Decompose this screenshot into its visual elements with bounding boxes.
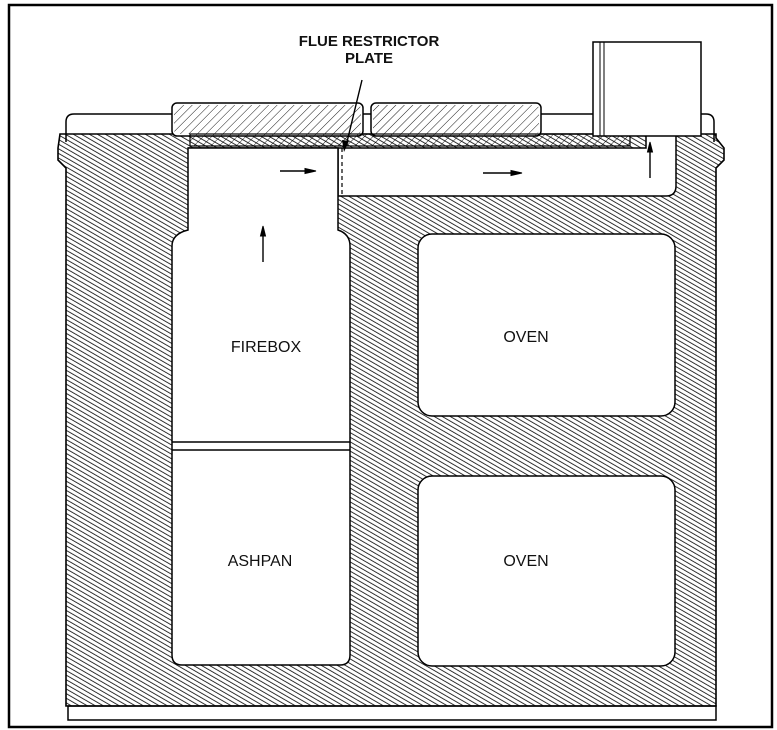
- ashpan-label: ASHPAN: [228, 553, 293, 570]
- outer-frame: [7, 3, 774, 729]
- arrow-right-upper-mid-icon: [483, 169, 523, 177]
- callout-label-line2: PLATE: [345, 50, 393, 67]
- hotplate-right-fill: [373, 105, 539, 134]
- oven-lower-label: OVEN: [503, 553, 548, 570]
- arrow-up-firebox-icon: [259, 225, 267, 262]
- oven-upper-cavity: [417, 233, 676, 417]
- top-plate-strip: [189, 133, 631, 147]
- oven-lower-cavity: [417, 475, 676, 667]
- base-plate: [67, 705, 717, 721]
- oven-upper-label: OVEN: [503, 329, 548, 346]
- chimney-collar: [592, 41, 702, 137]
- callout-leader: [342, 79, 363, 152]
- arrow-right-upper-left-icon: [280, 167, 317, 175]
- callout-label-line1: FLUE RESTRICTOR: [299, 33, 440, 50]
- hotplate-left-fill: [174, 105, 361, 134]
- arrow-up-chimney-icon: [646, 141, 654, 178]
- firebox-label: FIREBOX: [231, 339, 302, 356]
- flow-arrows: [259, 141, 654, 262]
- firebox-cavity: [171, 147, 351, 666]
